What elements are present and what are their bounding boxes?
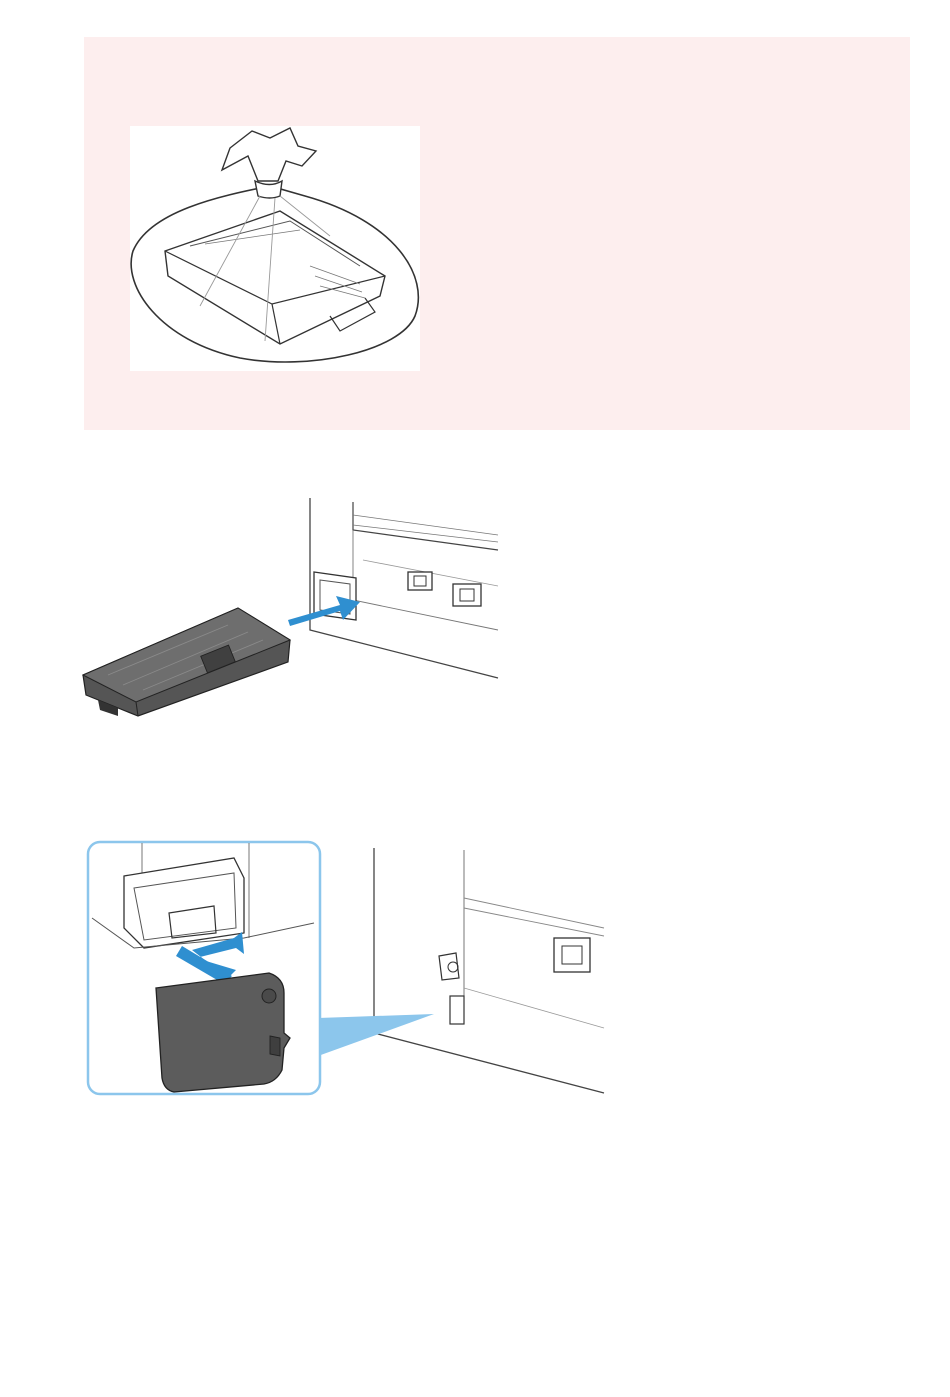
bagged-cartridge-svg <box>130 126 420 371</box>
attach-cover-svg <box>84 838 609 1103</box>
insert-cartridge-illustration <box>78 490 508 730</box>
attach-cover-illustration <box>84 838 609 1103</box>
bagged-cartridge-illustration <box>130 126 420 371</box>
insert-cartridge-svg <box>78 490 508 730</box>
